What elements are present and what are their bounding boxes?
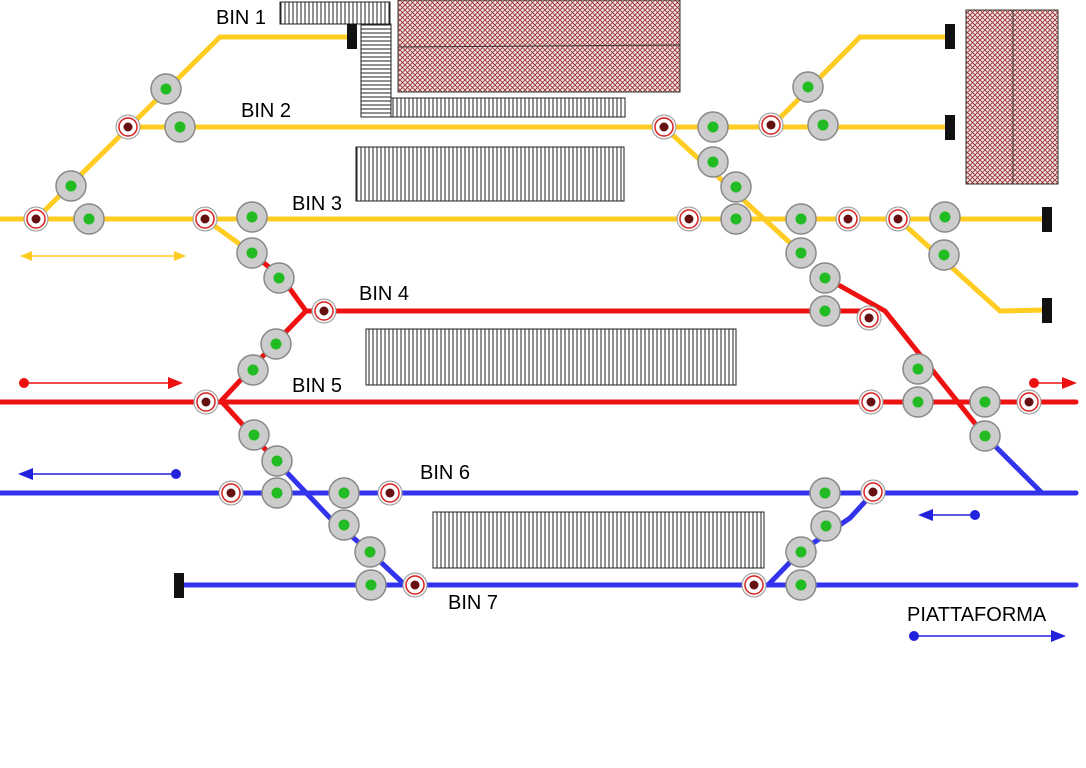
green-signal-icon bbox=[73, 203, 105, 235]
platform-bin4-5 bbox=[365, 328, 737, 386]
green-signal-icon bbox=[809, 295, 841, 327]
green-signal-icon bbox=[697, 111, 729, 143]
green-signal-icon bbox=[697, 146, 729, 178]
green-signal-icon bbox=[238, 419, 270, 451]
direction-arrow-icon bbox=[18, 468, 181, 480]
green-signal-icon bbox=[785, 536, 817, 568]
direction-arrow-icon bbox=[20, 251, 186, 261]
label-bin1: BIN 1 bbox=[216, 7, 266, 29]
point-marker-icon bbox=[741, 572, 767, 598]
point-marker-icon bbox=[377, 480, 403, 506]
green-signal-icon bbox=[236, 201, 268, 233]
platform-areas bbox=[279, 0, 1059, 569]
green-signal-icon bbox=[237, 354, 269, 386]
point-marker-icon bbox=[856, 305, 882, 331]
direction-arrow-icon bbox=[19, 377, 183, 389]
track-labels: BIN 1 BIN 2 BIN 3 BIN 4 BIN 5 BIN 6 BIN … bbox=[216, 7, 1047, 626]
point-marker-icon bbox=[858, 389, 884, 415]
green-signal-icon bbox=[969, 420, 1001, 452]
green-signal-icon bbox=[928, 239, 960, 271]
buffer-stop-icon bbox=[945, 24, 955, 49]
buffer-stop-icon bbox=[347, 24, 357, 49]
direction-arrows bbox=[18, 251, 1077, 642]
platform-bin1-bottom bbox=[390, 97, 626, 118]
direction-arrow-icon bbox=[918, 509, 980, 521]
buffer-stop-icon bbox=[945, 115, 955, 140]
platform-bin1-vertical bbox=[360, 23, 392, 118]
label-bin2: BIN 2 bbox=[241, 100, 291, 122]
green-signal-icon bbox=[810, 510, 842, 542]
point-marker-icon bbox=[23, 206, 49, 232]
green-signal-icon bbox=[355, 569, 387, 601]
green-signal-icon bbox=[809, 262, 841, 294]
label-bin6: BIN 6 bbox=[420, 462, 470, 484]
green-signal-icon bbox=[792, 71, 824, 103]
green-signal-icon bbox=[263, 262, 295, 294]
signals bbox=[55, 71, 1001, 601]
point-marker-icon bbox=[885, 206, 911, 232]
green-signal-icon bbox=[902, 353, 934, 385]
building-right bbox=[965, 9, 1059, 185]
platform-bin2-3 bbox=[355, 146, 625, 202]
label-bin4: BIN 4 bbox=[359, 283, 409, 305]
platform-top-strip bbox=[279, 1, 391, 25]
green-signal-icon bbox=[720, 171, 752, 203]
points bbox=[23, 112, 1042, 598]
green-signal-icon bbox=[785, 569, 817, 601]
green-signal-icon bbox=[261, 477, 293, 509]
green-signal-icon bbox=[236, 237, 268, 269]
green-signal-icon bbox=[785, 237, 817, 269]
building-main-divider bbox=[397, 44, 681, 48]
label-platform: PIATTAFORMA bbox=[907, 604, 1047, 626]
green-signal-icon bbox=[164, 111, 196, 143]
track-bin1 bbox=[33, 34, 355, 222]
point-marker-icon bbox=[193, 389, 219, 415]
green-signal-icon bbox=[720, 203, 752, 235]
point-marker-icon bbox=[651, 114, 677, 140]
green-signal-icon bbox=[785, 203, 817, 235]
green-signal-icon bbox=[328, 509, 360, 541]
track-bin4-right bbox=[823, 275, 988, 439]
buffer-stops bbox=[174, 24, 1052, 598]
direction-arrow-icon bbox=[1029, 377, 1077, 389]
point-marker-icon bbox=[311, 298, 337, 324]
point-marker-icon bbox=[218, 480, 244, 506]
green-signal-icon bbox=[55, 170, 87, 202]
buffer-stop-icon bbox=[1042, 207, 1052, 232]
green-signal-icon bbox=[261, 445, 293, 477]
green-signal-icon bbox=[902, 386, 934, 418]
green-signal-icon bbox=[260, 328, 292, 360]
point-marker-icon bbox=[835, 206, 861, 232]
green-signal-icon bbox=[929, 201, 961, 233]
label-bin5: BIN 5 bbox=[292, 375, 342, 397]
point-marker-icon bbox=[115, 114, 141, 140]
point-marker-icon bbox=[192, 206, 218, 232]
buffer-stop-icon bbox=[174, 573, 184, 598]
label-bin7: BIN 7 bbox=[448, 592, 498, 614]
platform-bin6-7 bbox=[432, 511, 765, 569]
label-bin3: BIN 3 bbox=[292, 193, 342, 215]
green-signal-icon bbox=[354, 536, 386, 568]
point-marker-icon bbox=[402, 572, 428, 598]
point-marker-icon bbox=[758, 112, 784, 138]
green-signal-icon bbox=[150, 73, 182, 105]
green-signal-icon bbox=[328, 477, 360, 509]
point-marker-icon bbox=[860, 479, 886, 505]
point-marker-icon bbox=[676, 206, 702, 232]
track-lower-right-branch bbox=[895, 216, 1049, 314]
direction-arrow-icon bbox=[909, 630, 1066, 642]
buffer-stop-icon bbox=[1042, 298, 1052, 323]
green-signal-icon bbox=[807, 109, 839, 141]
green-signal-icon bbox=[809, 477, 841, 509]
point-marker-icon bbox=[1016, 389, 1042, 415]
green-signal-icon bbox=[969, 386, 1001, 418]
